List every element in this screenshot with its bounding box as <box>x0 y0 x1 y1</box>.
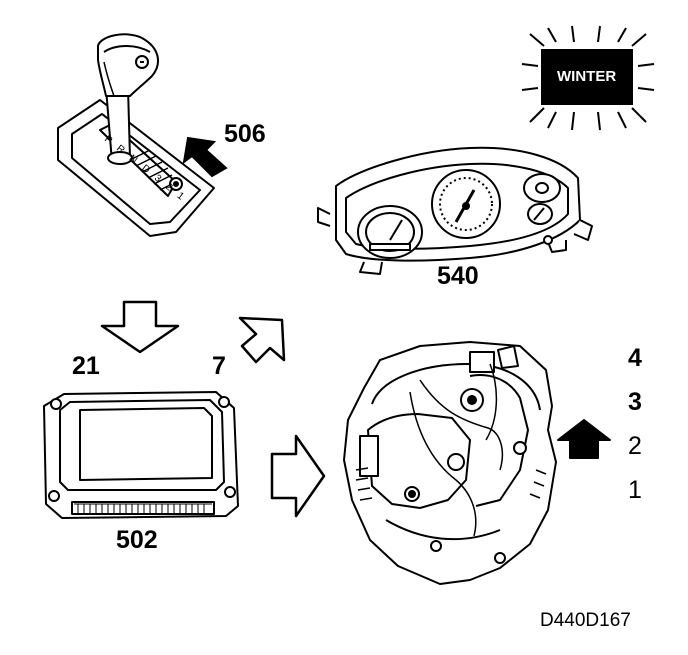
arrow-up-right-icon <box>238 316 286 364</box>
gear-position-2: 2 <box>628 432 642 460</box>
gauge-cluster-icon <box>317 146 593 275</box>
label-pin-7: 7 <box>212 352 226 380</box>
shift-lever-icon <box>57 33 215 237</box>
gear-position-3: 3 <box>628 388 642 416</box>
label-pin-21: 21 <box>72 352 100 380</box>
gearbox-icon <box>343 341 557 585</box>
winter-lamp-text: WINTER <box>557 68 617 85</box>
gear-position-1: 1 <box>628 476 642 504</box>
arrow-up-black-icon <box>557 419 611 459</box>
gear-position-4: 4 <box>628 344 642 372</box>
indicator-lamp-icon <box>521 25 655 131</box>
ecu-box-icon <box>43 391 239 519</box>
arrow-down-icon <box>100 300 180 354</box>
label-gear-selector-506: 506 <box>224 120 266 148</box>
pointer-arrow-icon <box>182 136 228 178</box>
figure-reference-code: D440D167 <box>540 610 631 631</box>
arrow-right-icon <box>270 434 326 518</box>
label-instrument-cluster-540: 540 <box>437 262 479 290</box>
label-control-module-502: 502 <box>116 526 158 554</box>
